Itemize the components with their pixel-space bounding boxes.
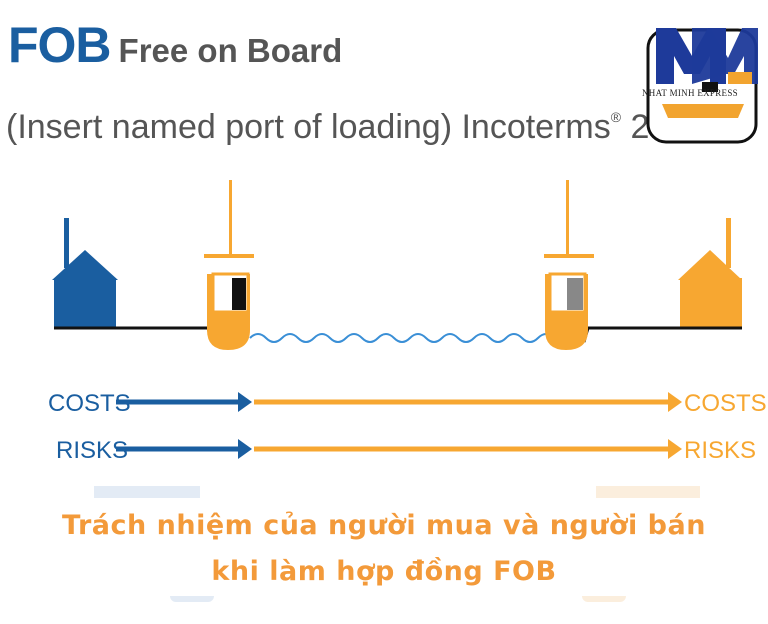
caption-line-2: khi làm hợp đồng FOB bbox=[211, 556, 557, 587]
subtitle: (Insert named port of loading) Incoterms… bbox=[6, 108, 706, 147]
title-full-name: Free on Board bbox=[118, 32, 343, 69]
title-abbreviation: FOB bbox=[8, 17, 112, 73]
seller-warehouse-icon bbox=[52, 218, 118, 328]
fob-diagram: COSTS COSTS RISKS RISKS bbox=[48, 180, 767, 464]
costs-row: COSTS COSTS bbox=[48, 390, 767, 417]
faded-buyer-shape bbox=[596, 486, 700, 498]
subtitle-text: (Insert named port of loading) Incoterms bbox=[6, 108, 611, 146]
buyer-warehouse-icon bbox=[678, 218, 742, 328]
company-logo: NHAT MINH EXPRESS bbox=[640, 22, 764, 150]
risks-right-label: RISKS bbox=[684, 437, 756, 464]
sea-wave bbox=[249, 333, 555, 343]
risks-row: RISKS RISKS bbox=[56, 437, 756, 464]
logo-mark-icon bbox=[646, 28, 758, 144]
faded-bottom-left-shape bbox=[170, 596, 214, 602]
faded-seller-shape bbox=[94, 486, 200, 498]
logo-text: NHAT MINH EXPRESS bbox=[642, 88, 738, 98]
arrival-ship-icon bbox=[544, 180, 594, 350]
caption-line-1: Trách nhiệm của người mua và người bán bbox=[62, 510, 706, 541]
loading-ship-icon bbox=[204, 180, 254, 350]
costs-right-label: COSTS bbox=[684, 390, 767, 417]
registered-mark: ® bbox=[610, 109, 622, 125]
faded-bottom-right-shape bbox=[582, 596, 626, 602]
